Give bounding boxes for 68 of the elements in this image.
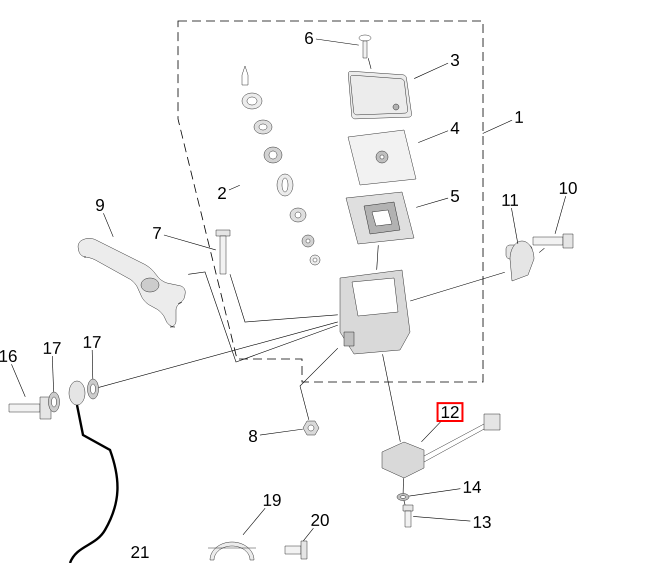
leader-line [412,516,471,522]
assembly-line [188,272,338,362]
assembly-line [230,274,338,322]
assembly-line [368,58,372,70]
leader-line [554,196,566,234]
leader-line [416,198,448,208]
assembly-line [402,478,404,494]
leader-line [316,38,360,46]
dashed-outline [178,20,484,382]
assembly-line [376,244,379,270]
leader-line [418,130,448,143]
leader-line [92,350,94,380]
diaphragm-plate-drawing [348,130,416,186]
callout-number: 1 [516,111,523,123]
callout-number: 13 [474,516,491,528]
callout-number: 6 [305,32,313,44]
assembly-line [538,248,545,253]
callout-number: 21 [131,546,149,558]
leader-line [408,488,461,496]
assembly-line [404,500,406,506]
callout-number: 4 [450,122,460,134]
leader-line [482,120,512,134]
clamp-drawing [208,542,256,560]
callout-number: 8 [249,430,257,442]
reservoir-cap-drawing [348,71,412,120]
callout-number: 5 [450,190,460,202]
piston-kit-drawing [242,66,320,266]
callout-number: 12 [436,402,464,422]
washer-drawing [396,493,410,501]
callout-number: 19 [264,494,281,506]
leader-line [421,422,441,442]
callout-number: 16 [0,350,17,362]
washer-drawing [48,392,60,412]
leader-line [164,234,216,250]
assembly-line [300,348,338,420]
nut-drawing [302,420,320,436]
leader-line [52,356,54,392]
diaphragm-drawing [346,192,414,244]
washer-drawing [87,378,99,400]
bolt-drawing [532,234,574,248]
callout-number: 17 [84,336,101,348]
leader-line [103,212,114,238]
assembly-line [98,322,338,388]
callout-number: 10 [560,182,577,194]
brake-lever-drawing [78,238,186,328]
assembly-line [410,272,506,302]
leader-line [11,364,26,398]
callout-number: 20 [311,514,329,526]
leader-line [511,208,518,244]
callout-number: 11 [502,194,518,206]
leader-line [414,62,448,79]
leader-line [242,508,266,536]
bolt-drawing [8,396,52,420]
callout-number: 2 [218,187,226,199]
leader-line [260,428,304,436]
screw-drawing [358,34,372,58]
callout-number: 3 [450,54,459,66]
leader-line [303,528,314,542]
callout-number: 9 [96,198,104,212]
callout-number: 14 [464,481,481,493]
master-cylinder-drawing [340,270,410,354]
bolt-drawing [402,504,414,528]
callout-number: 17 [44,342,61,354]
holder-drawing [506,240,534,282]
leader-line [228,184,240,190]
bolt-drawing [284,540,308,560]
assembly-line [382,354,401,442]
callout-number: 7 [153,227,161,239]
